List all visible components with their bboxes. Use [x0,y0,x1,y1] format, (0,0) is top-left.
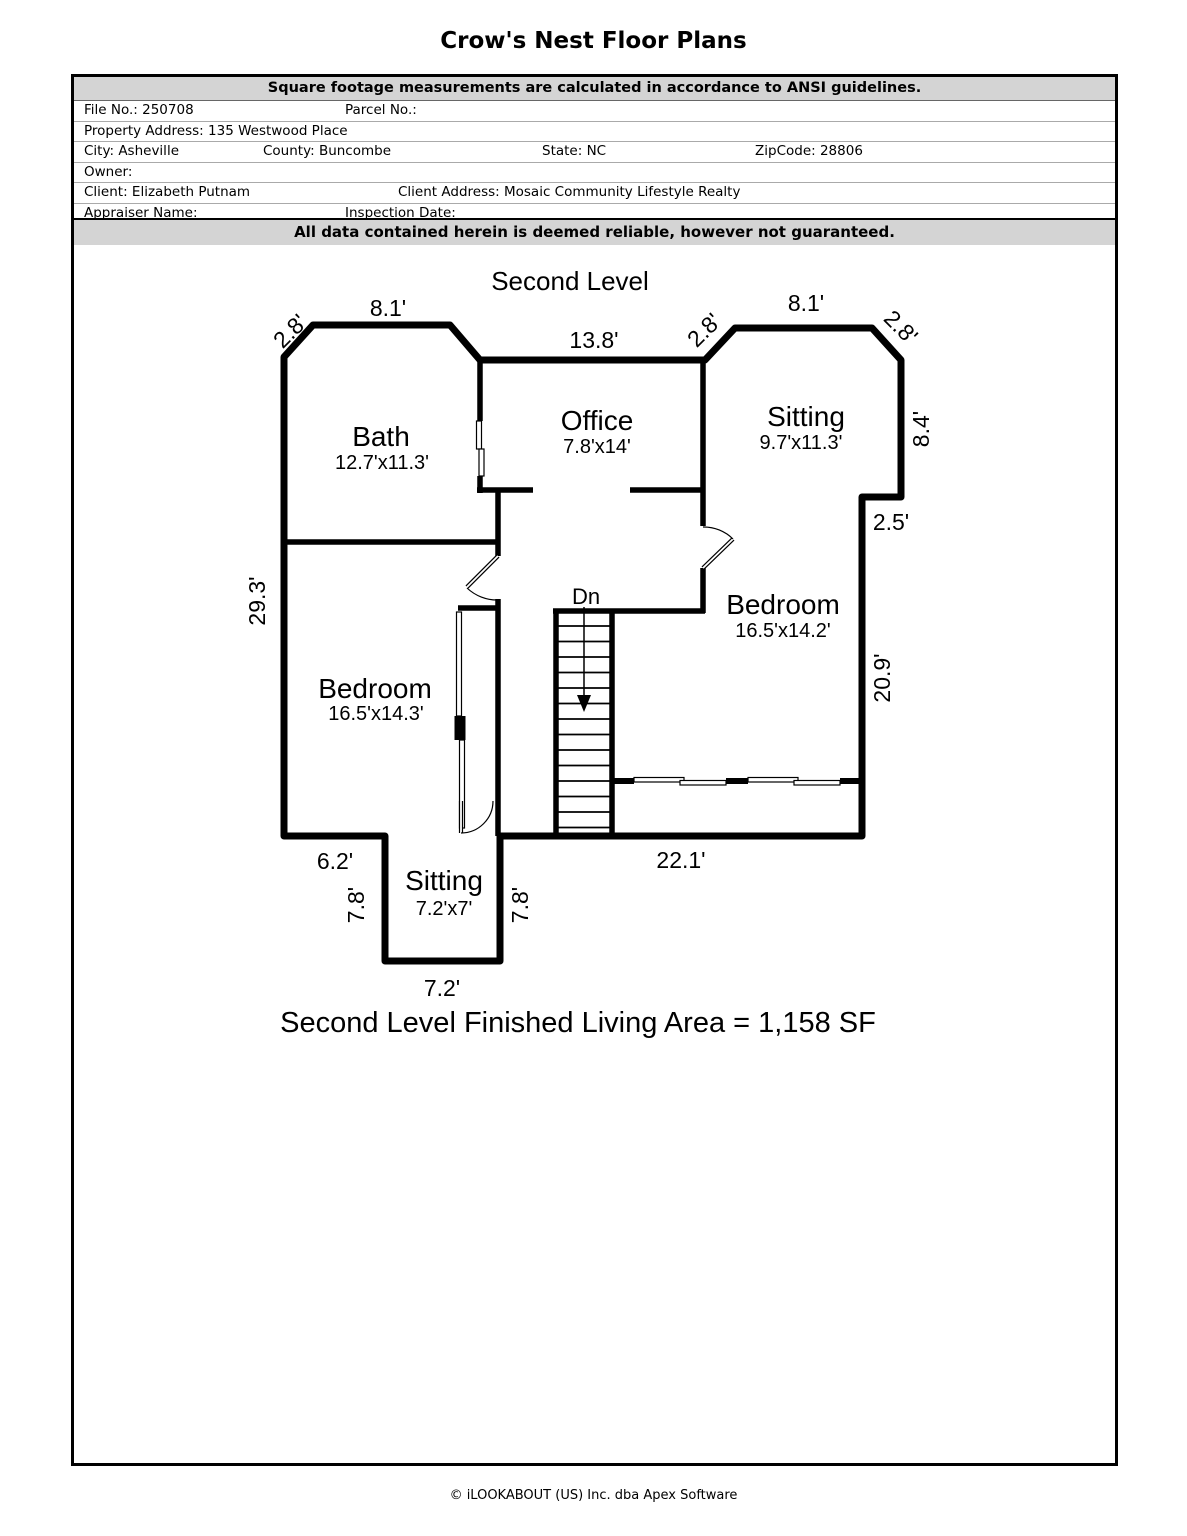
right-bedroom-door [701,526,735,570]
left-bedroom-door [465,554,500,601]
sitting-nook-door [458,800,494,834]
table-row: Appraiser Name: Inspection Date: [74,204,1115,224]
finished-area-note: Second Level Finished Living Area = 1,15… [280,1007,876,1039]
room-label-sitting: Sitting [767,401,845,432]
dim-nook-bottom: 7.2' [424,975,460,1001]
room-label-office: Office [561,405,634,436]
document-border [71,74,1118,1466]
room-label-bedroom-left: Bedroom [318,673,432,704]
property-address-field: Property Address: 135 Westwood Place [84,122,348,139]
zip-field: ZipCode: 28806 [755,143,863,159]
dim-bottom-right: 22.1' [656,847,705,873]
room-label-bedroom-right: Bedroom [726,589,840,620]
city-field: City: Asheville [84,143,179,159]
state-field: State: NC [542,143,607,159]
county-field: County: Buncombe [263,143,392,159]
dim-sitting-right-wall: 8.4' [908,411,934,447]
client-field: Client: Elizabeth Putnam [84,184,251,200]
client-address-field: Client Address: Mosaic Community Lifesty… [398,184,741,200]
table-row: File No.: 250708 Parcel No.: [74,101,1115,122]
property-info-table: File No.: 250708 Parcel No.: Property Ad… [74,101,1115,223]
table-row: Client: Elizabeth Putnam Client Address:… [74,183,1115,204]
parcel-no-field: Parcel No.: [345,102,417,118]
stairs-dn-label: Dn [572,584,600,609]
level-title: Second Level [491,266,649,296]
ansi-note-band: Square footage measurements are calculat… [74,77,1115,101]
table-row: Property Address: 135 Westwood Place [74,122,1115,142]
room-label-sitting-nook: Sitting [405,865,483,896]
dim-right-step: 2.5' [873,509,909,535]
dim-sitting-top: 8.1' [788,290,824,316]
room-size-bedroom-right: 16.5'x14.2' [735,620,831,642]
room-size-office: 7.8'x14' [563,436,631,458]
pocket-door-symbols [475,420,485,477]
table-row: Owner: [74,163,1115,183]
disclaimer-band: All data contained herein is deemed reli… [74,218,1115,245]
stairs-down-arrowhead [577,695,591,712]
dim-nook-left: 7.8' [343,887,369,923]
page-title: Crow's Nest Floor Plans [440,28,747,54]
appraiser-field: Appraiser Name: [84,204,198,221]
room-size-bath: 12.7'x11.3' [335,452,429,474]
room-size-sitting-nook: 7.2'x7' [416,898,473,920]
dim-bath-top: 8.1' [370,295,406,321]
room-size-bedroom-left: 16.5'x14.3' [328,703,424,725]
dim-left-wall: 29.3' [244,576,270,625]
room-label-bath: Bath [352,421,410,452]
dim-bottom-left: 6.2' [317,848,353,874]
dim-office-top: 13.8' [569,327,618,353]
dim-right-wall: 20.9' [869,653,895,702]
table-row: City: Asheville County: Buncombe State: … [74,142,1115,163]
dim-nook-right: 7.8' [507,887,533,923]
copyright-footer: © iLOOKABOUT (US) Inc. dba Apex Software [449,1488,738,1503]
room-size-sitting: 9.7'x11.3' [760,432,843,454]
file-no-field: File No.: 250708 [84,102,194,118]
inspection-date-field: Inspection Date: [345,204,456,221]
window-symbols [633,776,841,786]
exterior-walls [280,321,905,965]
owner-field: Owner: [84,163,133,180]
